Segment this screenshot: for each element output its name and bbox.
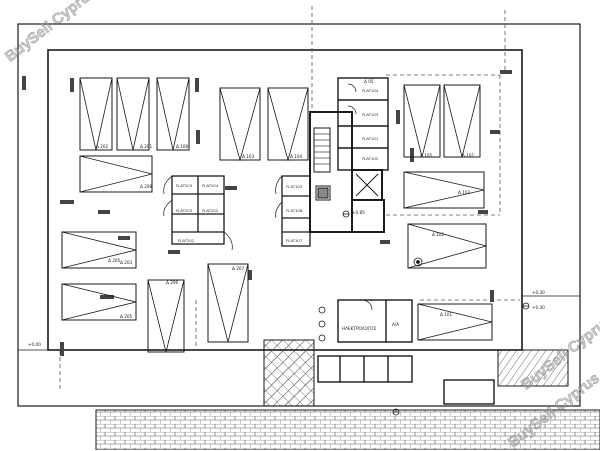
flat-label: FLAT101 bbox=[362, 136, 379, 141]
room-label: Δ 202 bbox=[96, 144, 109, 149]
parking-bay bbox=[417, 303, 493, 341]
parking-bay bbox=[61, 283, 137, 321]
parking-bay bbox=[403, 84, 441, 158]
center-flat-stack bbox=[275, 175, 311, 247]
parking-bay bbox=[79, 77, 113, 151]
parking-bay bbox=[207, 263, 249, 343]
right-dim-label: +0.30 bbox=[532, 305, 545, 310]
room-label: Δ 201 bbox=[140, 144, 153, 149]
room-label: Δ 103 bbox=[242, 154, 255, 159]
flat-label: FLAT108 bbox=[286, 208, 303, 213]
core-apartments bbox=[337, 77, 389, 171]
room-label: Δ 203 bbox=[120, 260, 133, 265]
wall-segments bbox=[22, 70, 512, 356]
parking-bay bbox=[443, 84, 481, 158]
parking-bay bbox=[61, 231, 137, 269]
parking-bay bbox=[407, 223, 488, 269]
boundary-wall bbox=[95, 409, 600, 450]
flat-label: FLAT204 bbox=[202, 183, 219, 188]
lower-service-rooms bbox=[317, 299, 495, 405]
aux-room-label: Α/Α bbox=[392, 322, 399, 327]
flat-label: FLAT104 bbox=[362, 88, 379, 93]
room-label: Δ 104 bbox=[290, 154, 303, 159]
room-label: Δ 206 bbox=[166, 280, 179, 285]
parking-bay bbox=[79, 155, 153, 193]
flat-label: FLAT102 bbox=[362, 156, 379, 161]
electrical-room-label: ΗΛΕΚΤΡΟΛΟΓΟΣ bbox=[342, 326, 377, 331]
room-label: Δ 102 bbox=[458, 190, 471, 195]
level-markers bbox=[318, 210, 530, 416]
parking-bay bbox=[116, 77, 150, 151]
room-label: Δ 205 bbox=[108, 258, 121, 263]
room-label: Δ 102 bbox=[432, 232, 445, 237]
flat-label: FLAT103 bbox=[362, 112, 379, 117]
flat-label: FLAT202 bbox=[202, 208, 219, 213]
room-label: Δ 208 bbox=[140, 184, 153, 189]
left-flat-stack bbox=[163, 175, 233, 251]
parking-bay bbox=[147, 279, 185, 353]
right-dim-label-2: +0.30 bbox=[532, 290, 545, 295]
core-top-label: Δ 05 bbox=[364, 79, 374, 84]
left-dim-label: +0.00 bbox=[28, 342, 41, 347]
room-label: Δ 106 bbox=[176, 144, 189, 149]
parking-bay bbox=[156, 77, 190, 151]
parking-bay bbox=[219, 87, 261, 162]
plan-labels: Δ 05 +0.85 ΗΛΕΚΤΡΟΛΟΓΟΣ Α/Α +0.00 +0.30 … bbox=[28, 79, 545, 347]
room-label: Δ 105 bbox=[420, 153, 433, 158]
room-label: Δ 101 bbox=[462, 153, 475, 158]
parking-bay bbox=[403, 171, 485, 209]
flat-label: FLAT103 bbox=[286, 184, 303, 189]
flat-label: FLAT203 bbox=[176, 208, 193, 213]
flat-label: FLAT107 bbox=[286, 238, 303, 243]
room-label: Δ 205 bbox=[120, 314, 133, 319]
grid-dashed-lines bbox=[59, 6, 520, 390]
parking-bays bbox=[61, 77, 493, 353]
room-label: Δ 101 bbox=[440, 312, 453, 317]
parking-bay bbox=[267, 87, 309, 162]
flat-label: FLAT202 bbox=[178, 238, 195, 243]
hatched-zones bbox=[263, 339, 569, 407]
flat-label: FLAT203 bbox=[176, 183, 193, 188]
room-label: Δ 207 bbox=[232, 266, 245, 271]
level-label: +0.85 bbox=[352, 210, 365, 215]
